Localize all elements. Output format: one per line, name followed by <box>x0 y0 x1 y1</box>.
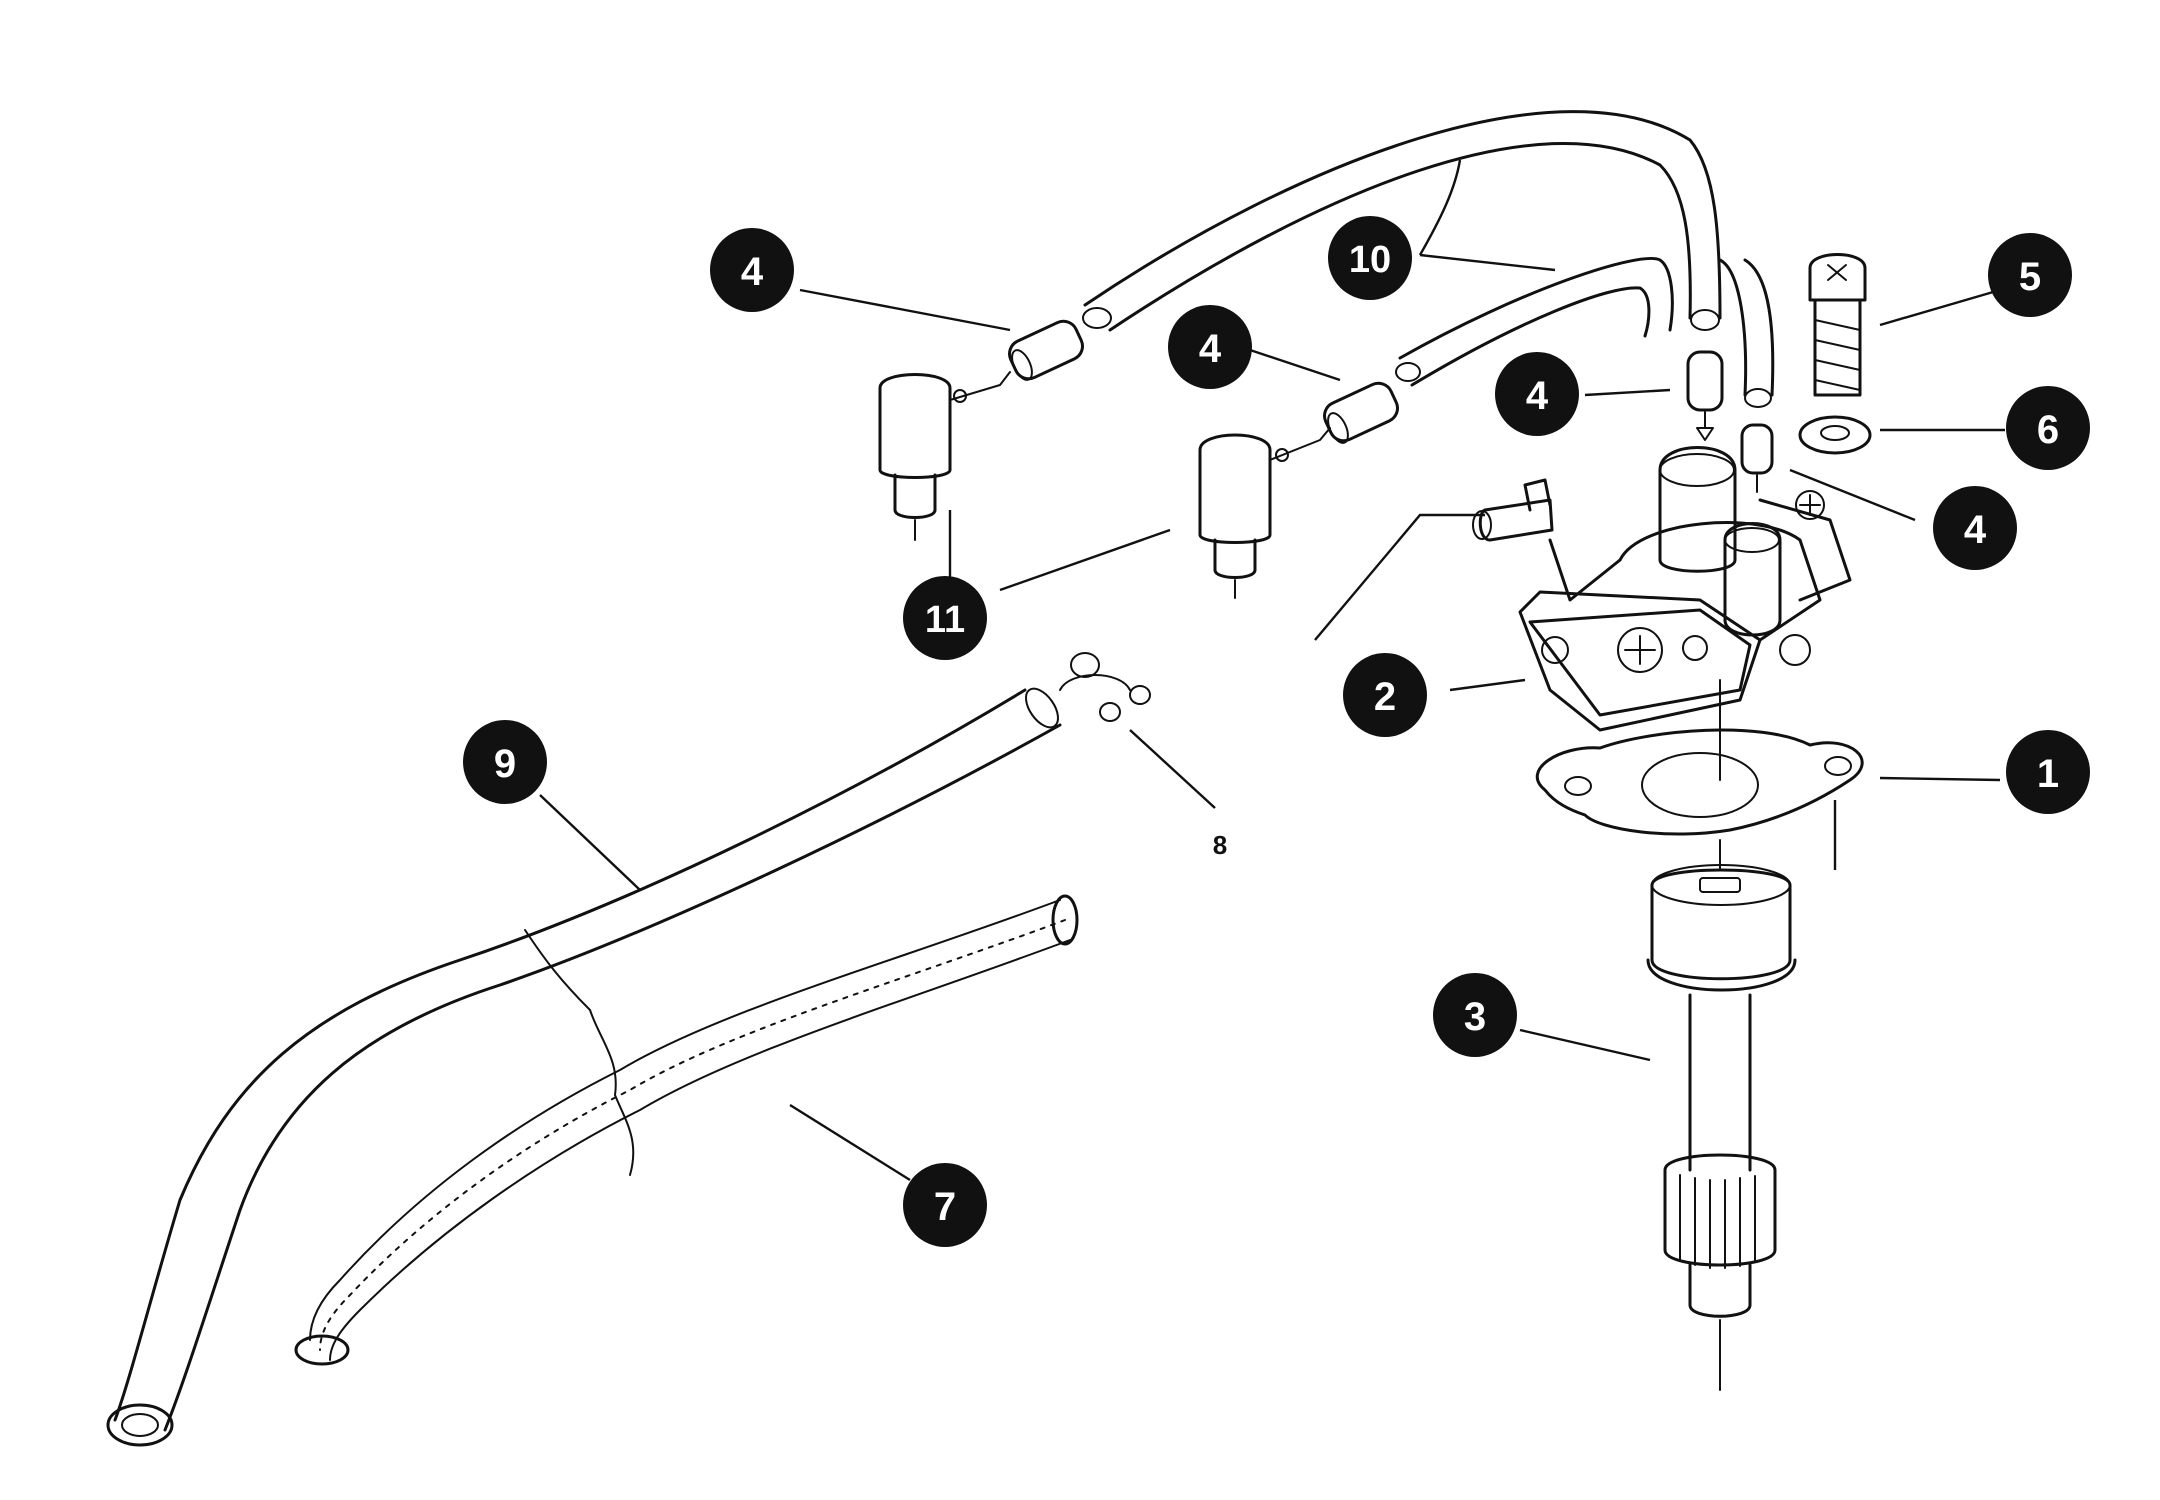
callout-6-label: 6 <box>2037 408 2059 452</box>
cap-11b <box>1198 427 1331 599</box>
callout-8: 8 <box>1213 830 1227 860</box>
connector-4c <box>1686 350 1724 441</box>
washer-6 <box>1798 415 1872 455</box>
callout-5-label: 5 <box>2019 255 2041 299</box>
callout-9-label: 9 <box>494 742 516 786</box>
callout-10-label: 10 <box>1349 239 1391 281</box>
gasket-1 <box>1535 728 1864 836</box>
callout-1: 1 <box>2006 730 2090 814</box>
callout-6: 6 <box>2006 386 2090 470</box>
callout-4c-label: 4 <box>1526 374 1549 418</box>
callout-11: 11 <box>903 576 987 660</box>
hose-9 <box>106 687 1062 1447</box>
connector-4a <box>1008 319 1084 381</box>
callout-4b: 4 <box>1168 305 1252 389</box>
callout-11-label: 11 <box>925 599 965 641</box>
bolt-5 <box>1808 253 1867 397</box>
callout-10: 10 <box>1328 216 1412 300</box>
callout-4a: 4 <box>710 228 794 312</box>
callout-5: 5 <box>1988 233 2072 317</box>
hose-10 <box>1082 110 1775 408</box>
callout-4a-label: 4 <box>741 250 764 294</box>
callout-9: 9 <box>463 720 547 804</box>
callout-4b-label: 4 <box>1199 327 1222 371</box>
callout-badges: 4 10 4 4 5 6 4 11 <box>463 216 2090 1247</box>
callout-1-label: 1 <box>2037 752 2059 796</box>
clip-8 <box>1059 652 1151 722</box>
callout-2: 2 <box>1343 653 1427 737</box>
spring-7 <box>294 894 1079 1366</box>
callout-7-label: 7 <box>934 1185 956 1229</box>
callout-7: 7 <box>903 1163 987 1247</box>
leader-lines <box>539 159 2005 1182</box>
cap-11a <box>878 371 1011 541</box>
callout-4d-label: 4 <box>1964 508 1987 552</box>
callout-2-label: 2 <box>1374 675 1396 719</box>
connector-4b <box>1323 381 1399 444</box>
connector-4d <box>1740 423 1774 493</box>
fuel-cock-2 <box>1472 446 1852 781</box>
callout-3-label: 3 <box>1464 995 1486 1039</box>
callout-3: 3 <box>1433 973 1517 1057</box>
callout-4d: 4 <box>1933 486 2017 570</box>
callout-8-label: 8 <box>1213 830 1227 860</box>
callout-4c: 4 <box>1495 352 1579 436</box>
strainer-3 <box>1646 839 1797 1391</box>
